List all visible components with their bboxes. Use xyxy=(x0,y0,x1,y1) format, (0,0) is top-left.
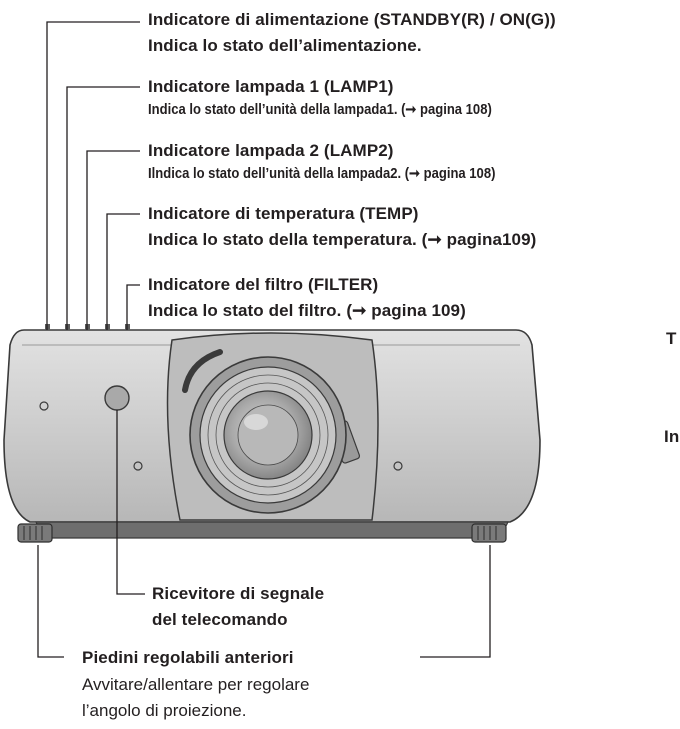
front-feet-desc-line2: l’angolo di proiezione. xyxy=(82,701,247,720)
remote-receiver-window xyxy=(104,385,130,411)
cutoff-text-right-1: T xyxy=(666,329,677,348)
lamp2-indicator-title: Indicatore lampada 2 (LAMP2) xyxy=(148,141,394,160)
lamp2-indicator-desc: Ilndica lo stato dell’unità della lampad… xyxy=(148,166,496,182)
cutoff-text-right-2: In xyxy=(664,427,680,446)
remote-receiver-title: Ricevitore di segnale xyxy=(152,584,325,603)
screws xyxy=(39,401,403,471)
front-feet-desc-line1: Avvitare/allentare per regolare xyxy=(82,675,310,694)
temp-indicator-desc: Indica lo stato della temperatura. (➞ pa… xyxy=(148,230,537,249)
power-indicator-title: Indicatore di alimentazione (STANDBY(R) … xyxy=(148,10,556,29)
filter-indicator-desc: Indica lo stato del filtro. (➞ pagina 10… xyxy=(148,301,466,320)
lens xyxy=(189,356,347,514)
filter-indicator-title: Indicatore del filtro (FILTER) xyxy=(148,275,379,294)
lamp1-indicator-title: Indicatore lampada 1 (LAMP1) xyxy=(148,77,394,96)
adjustable-feet xyxy=(17,523,507,543)
temp-indicator-title: Indicatore di temperatura (TEMP) xyxy=(148,204,419,223)
power-indicator-desc: Indica lo stato dell’alimentazione. xyxy=(148,36,422,55)
lamp1-indicator-desc: Indica lo stato dell’unità della lampada… xyxy=(148,102,492,118)
front-feet-title: Piedini regolabili anteriori xyxy=(82,648,294,667)
remote-receiver-title-line2: del telecomando xyxy=(152,610,288,629)
leader-lines xyxy=(37,21,491,658)
